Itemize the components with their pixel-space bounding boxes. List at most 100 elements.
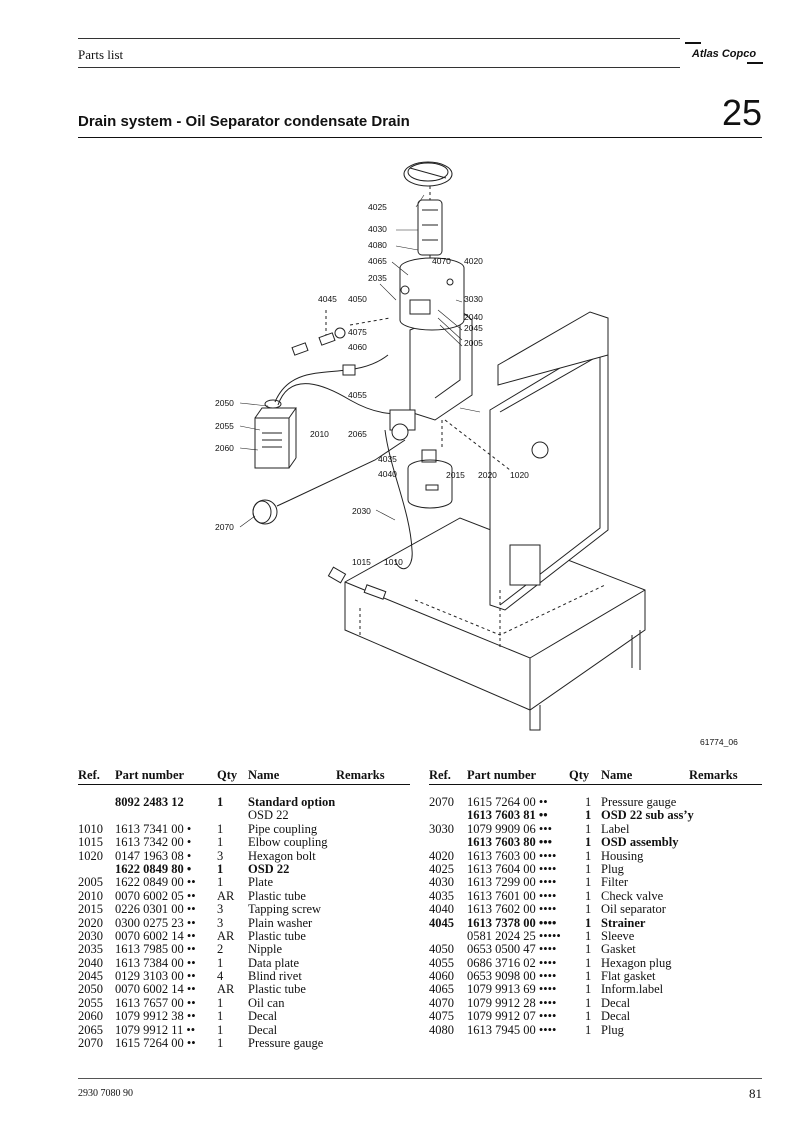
callout-label: 1015	[352, 557, 371, 567]
parts-row: OSD 22	[78, 808, 408, 822]
callout-label: 1010	[384, 557, 403, 567]
ref-cell: 2035	[78, 942, 103, 957]
part-number-cell: 0581 2024 25 •••••	[467, 928, 561, 943]
part-number-cell: 1613 7384 00 ••	[115, 955, 196, 970]
name-cell: Plastic tube	[248, 888, 306, 903]
qty-cell: 1	[585, 795, 592, 809]
part-number-cell: 1079 9909 06 •••	[467, 821, 553, 836]
page-number: 81	[749, 1086, 762, 1101]
name-cell: Plate	[248, 875, 273, 890]
callout-label: 4020	[464, 256, 483, 266]
col-header-part-number: Part number	[467, 768, 537, 782]
qty-cell: 1	[585, 982, 592, 997]
exploded-parts-diagram: 4025403040804065407040202035404540503030…	[215, 161, 738, 747]
qty-cell: 1	[585, 969, 592, 984]
qty-cell: 1	[217, 955, 224, 970]
qty-cell: 1	[217, 995, 224, 1010]
name-cell: Hexagon plug	[601, 955, 672, 970]
drawing-id: 61774_06	[700, 737, 738, 747]
col-header-remarks: Remarks	[689, 768, 738, 782]
header-rule	[429, 784, 762, 785]
name-cell: Plain washer	[248, 915, 313, 930]
part-number-cell: 1613 7299 00 ••••	[467, 875, 557, 890]
ref-cell: 2020	[78, 915, 103, 930]
section-title: Drain system - Oil Separator condensate …	[78, 113, 410, 130]
ref-cell: 2045	[78, 969, 103, 984]
part-number-cell: 0070 6002 14 ••	[115, 928, 196, 943]
qty-cell: AR	[217, 928, 235, 943]
callout-label: 4075	[348, 327, 367, 337]
callout-label: 4055	[348, 390, 367, 400]
callout-label: 4050	[348, 294, 367, 304]
name-cell: Housing	[601, 848, 644, 863]
ref-cell: 4050	[429, 942, 454, 957]
ref-cell: 4035	[429, 888, 454, 903]
part-number-cell: 1613 7604 00 ••••	[467, 861, 557, 876]
ref-cell: 4025	[429, 861, 454, 876]
oil-can	[254, 399, 297, 469]
qty-cell: 1	[217, 1036, 224, 1051]
header-rule	[78, 67, 680, 68]
qty-cell: 1	[217, 1009, 224, 1024]
callout-label: 2005	[464, 338, 483, 348]
col-header-remarks: Remarks	[336, 768, 385, 782]
ref-cell: 1010	[78, 821, 103, 836]
qty-cell: 1	[585, 888, 592, 903]
callout-label: 2060	[215, 443, 234, 453]
part-number-cell: 0070 6002 05 ••	[115, 888, 196, 903]
part-number-cell: 1613 7341 00 •	[115, 821, 192, 836]
callout-label: 4040	[378, 469, 397, 479]
part-number-cell: 0653 0500 47 ••••	[467, 942, 557, 957]
qty-cell: 1	[217, 835, 224, 850]
name-cell: Check valve	[601, 888, 664, 903]
part-number-cell: 1613 7378 00 ••••	[467, 915, 557, 930]
name-cell: Gasket	[601, 942, 636, 957]
callout-label: 4070	[432, 256, 451, 266]
qty-cell: 1	[585, 808, 592, 823]
qty-cell: 2	[217, 942, 224, 957]
callout-label: 2040	[464, 312, 483, 322]
col-header-name: Name	[601, 768, 633, 782]
part-number-cell: 0129 3103 00 ••	[115, 969, 196, 984]
callout-label: 2020	[478, 470, 497, 480]
callout-label: 2050	[215, 398, 234, 408]
callout-label: 4060	[348, 342, 367, 352]
qty-cell: 1	[585, 995, 592, 1010]
qty-cell: 1	[217, 1022, 224, 1037]
ref-cell: 2015	[78, 902, 103, 917]
name-cell: OSD assembly	[601, 835, 679, 850]
part-number-cell: 1615 7264 00 ••	[467, 795, 548, 809]
part-number-cell: 0070 6002 14 ••	[115, 982, 196, 997]
name-cell: Pressure gauge	[248, 1036, 324, 1051]
callout-label: 2030	[352, 506, 371, 516]
header-label: Parts list	[78, 47, 124, 62]
col-header-ref: Ref.	[78, 768, 100, 782]
qty-cell: 3	[217, 848, 224, 863]
qty-cell: 1	[585, 955, 592, 970]
part-number-cell: 1613 7601 00 ••••	[467, 888, 557, 903]
name-cell: Strainer	[601, 915, 646, 930]
name-cell: Flat gasket	[601, 969, 656, 984]
callout-label: 2015	[446, 470, 465, 480]
callout-label: 4045	[318, 294, 337, 304]
ref-cell: 4065	[429, 982, 454, 997]
qty-cell: AR	[217, 982, 235, 997]
part-number-cell: 1613 7985 00 ••	[115, 942, 196, 957]
part-number-cell: 1079 9912 28 ••••	[467, 995, 557, 1010]
qty-cell: 1	[217, 861, 224, 876]
